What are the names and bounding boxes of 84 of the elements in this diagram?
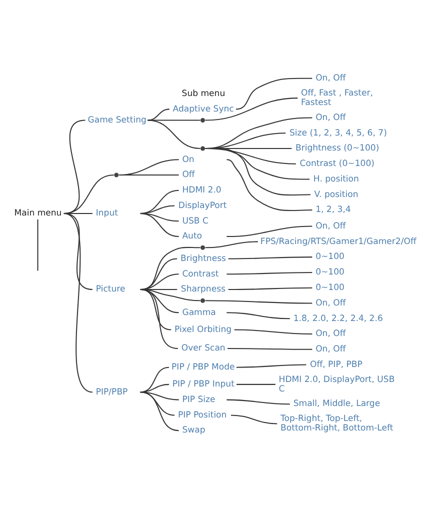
node-point	[200, 245, 206, 250]
node-text: Top-Right, Top-Left, Bottom-Right, Bottom-Left	[280, 414, 394, 434]
node-text: Off	[182, 170, 195, 180]
node-text: 0~100	[316, 268, 344, 278]
connector	[64, 213, 93, 393]
node-text: On, Off	[316, 74, 346, 84]
node-text: Contrast	[182, 269, 219, 280]
node-text: FPS/Racing/RTS/Gamer1/Gamer2/Off	[260, 236, 416, 247]
node-text: Over Scan	[181, 344, 226, 354]
node-text: On, Off	[316, 329, 346, 340]
node-point	[200, 118, 206, 123]
connector	[148, 108, 170, 121]
node-text: Gamma	[182, 308, 216, 318]
connector	[37, 219, 38, 271]
node-text: On	[182, 154, 194, 165]
node-text: HDMI 2.0	[182, 186, 222, 196]
node-text: USB C	[182, 216, 208, 226]
connector	[140, 289, 172, 330]
connector	[140, 366, 170, 393]
node-text: 0~100	[316, 282, 344, 293]
connector	[64, 212, 93, 290]
node-text: Brightness (0~100)	[295, 144, 380, 154]
node-text: On, Off	[316, 221, 346, 232]
connector	[140, 392, 179, 432]
node-text: Game Setting	[88, 115, 146, 126]
connector	[226, 399, 290, 405]
connector	[205, 98, 298, 121]
node-text: Brightness	[180, 254, 226, 264]
connector	[226, 272, 312, 275]
connector	[226, 226, 312, 238]
node-text: Off, PIP, PBP	[310, 360, 362, 370]
node-text: On, Off	[316, 112, 346, 123]
label: Sub menu	[182, 88, 226, 99]
node-text: On, Off	[316, 298, 346, 308]
connector	[228, 348, 312, 350]
node-text: Contrast (0~100)	[300, 159, 374, 170]
connector	[205, 148, 310, 196]
node-text: Auto	[182, 232, 202, 242]
connector	[226, 312, 290, 320]
node-text: Off, Fast , Faster, Fastest	[301, 88, 373, 108]
node-point	[200, 298, 206, 303]
node-text: Swap	[182, 426, 206, 436]
node-text: Adaptive Sync	[172, 104, 234, 114]
connector	[236, 384, 276, 385]
node-text: 1, 2, 3,4	[316, 205, 351, 216]
connector	[228, 287, 312, 290]
node-text: Picture	[96, 284, 126, 295]
node-text: Pixel Orbiting	[174, 324, 232, 335]
node-text: DisplayPort	[178, 200, 227, 211]
node-text: PIP Size	[182, 394, 216, 405]
node-text: V. position	[314, 190, 358, 200]
connector	[205, 241, 258, 248]
connector	[118, 174, 179, 176]
node-text: Sharpness	[180, 284, 226, 295]
node-text: HDMI 2.0, DisplayPort, USB C	[278, 374, 395, 394]
connector	[140, 384, 169, 393]
connector	[118, 159, 179, 176]
node-text: On, Off	[316, 344, 346, 355]
connector	[140, 212, 179, 238]
node-point	[200, 146, 206, 151]
node-text: PIP / PBP Mode	[172, 362, 235, 372]
connector	[140, 289, 178, 350]
node-text: Small, Middle, Large	[293, 399, 380, 410]
connector	[236, 78, 312, 110]
connector	[236, 364, 306, 368]
node-text: Size (1, 2, 3, 4, 5, 6, 7)	[290, 128, 387, 138]
node-text: PIP Position	[178, 410, 227, 420]
node-text: 1.8, 2.0, 2.2, 2.4, 2.6	[293, 314, 383, 324]
connector	[140, 190, 179, 214]
connector	[234, 329, 312, 335]
node-text: PIP/PBP	[96, 387, 128, 398]
node-text: H. position	[313, 174, 359, 184]
node-text: 0~100	[316, 252, 344, 262]
connector	[64, 174, 114, 214]
node-text: PIP / PBP Input	[172, 380, 234, 390]
node-text: Input	[96, 208, 118, 219]
connector	[228, 256, 312, 260]
connector	[205, 300, 312, 304]
connector	[226, 159, 312, 212]
node-point	[114, 172, 119, 178]
connector	[230, 414, 278, 424]
connector	[140, 392, 179, 400]
connector	[148, 120, 200, 150]
node-text: Main menu	[14, 208, 62, 219]
